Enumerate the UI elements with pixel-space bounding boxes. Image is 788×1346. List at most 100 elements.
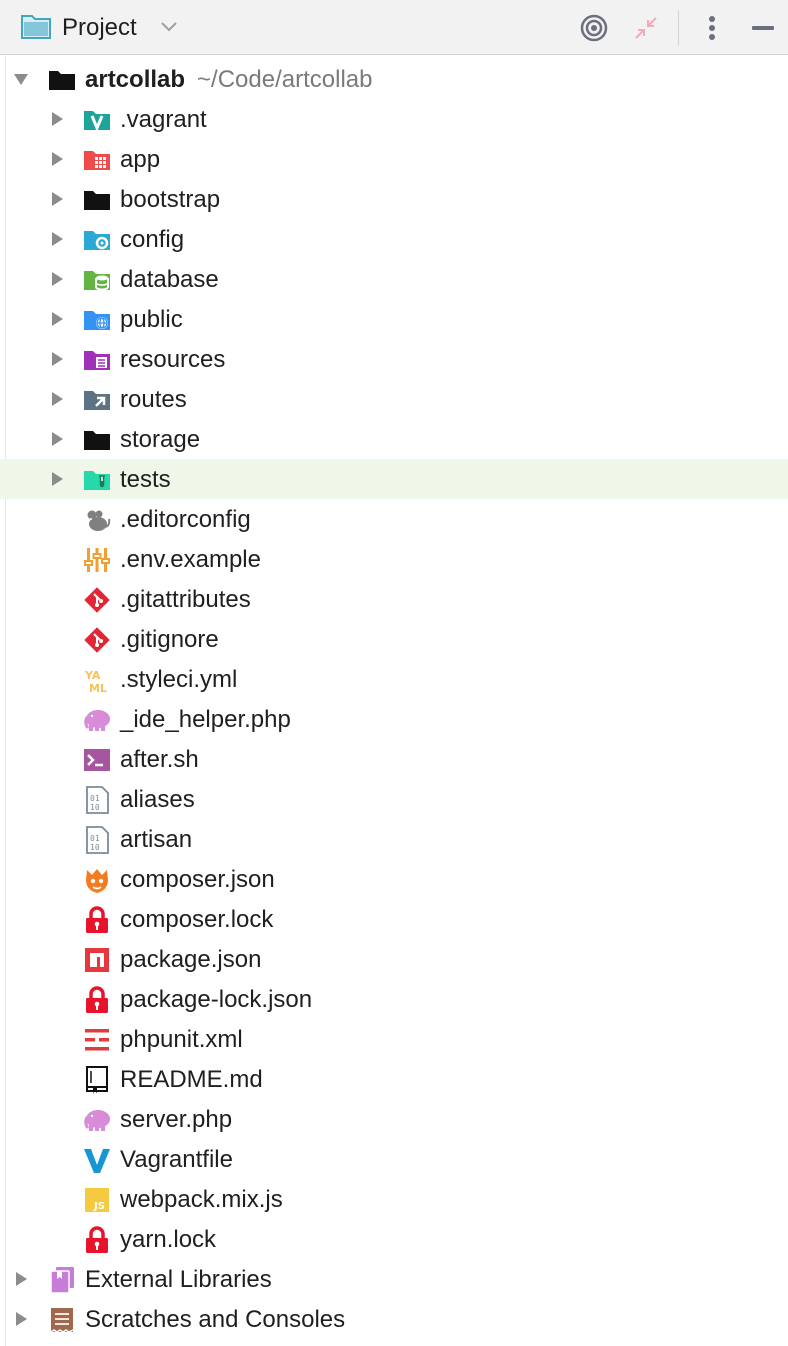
folder-label: tests (120, 466, 171, 493)
svg-text:01: 01 (90, 834, 100, 843)
folder-label: storage (120, 426, 201, 453)
minimize-icon[interactable] (752, 26, 774, 30)
more-options-icon[interactable] (700, 14, 724, 47)
file-label: phpunit.xml (120, 1026, 243, 1053)
chevron-down-icon[interactable] (160, 20, 178, 38)
file-label: webpack.mix.js (120, 1186, 283, 1213)
tree-row-file[interactable]: phpunit.xml (0, 1019, 788, 1059)
tree-row-root[interactable]: artcollab~/Code/artcollab (0, 59, 788, 99)
folder-icon (48, 66, 76, 94)
root-folder-path: ~/Code/artcollab (197, 66, 373, 93)
expanded-arrow-icon[interactable] (13, 71, 29, 87)
tree-row-file[interactable]: composer.lock (0, 899, 788, 939)
view-selector-label[interactable]: Project (62, 14, 137, 41)
tree-row-folder[interactable]: public (0, 299, 788, 339)
tree-row-folder[interactable]: routes (0, 379, 788, 419)
tree-row-file[interactable]: composer.json (0, 859, 788, 899)
tree-row-file[interactable]: .gitignore (0, 619, 788, 659)
tree-row-file[interactable]: .env.example (0, 539, 788, 579)
svg-text:JS: JS (93, 1201, 105, 1212)
file-label: .editorconfig (120, 506, 251, 533)
tree-row-file[interactable]: Vagrantfile (0, 1139, 788, 1179)
tree-row-folder[interactable]: storage (0, 419, 788, 459)
tree-row-folder[interactable]: database (0, 259, 788, 299)
collapse-all-icon[interactable] (633, 15, 659, 46)
extra-label: Scratches and Consoles (85, 1306, 346, 1333)
collapsed-arrow-icon[interactable] (49, 471, 65, 487)
collapsed-arrow-icon[interactable] (49, 191, 65, 207)
collapsed-arrow-icon[interactable] (49, 111, 65, 127)
collapsed-arrow-icon[interactable] (13, 1311, 29, 1327)
phpunit-icon (83, 1026, 111, 1054)
vagrant-icon (83, 1146, 111, 1174)
collapsed-arrow-icon[interactable] (13, 1271, 29, 1287)
file-label: README.md (120, 1066, 263, 1093)
collapsed-arrow-icon[interactable] (49, 311, 65, 327)
collapsed-arrow-icon[interactable] (49, 351, 65, 367)
tests-folder-icon (83, 466, 111, 494)
php-elephant-icon (83, 1106, 111, 1134)
toolbar-separator (678, 10, 679, 46)
lock-icon (83, 1226, 111, 1254)
tree-row-file[interactable]: .editorconfig (0, 499, 788, 539)
lock-icon (83, 986, 111, 1014)
public-folder-icon (83, 306, 111, 334)
tree-row-file[interactable]: _ide_helper.php (0, 699, 788, 739)
npm-icon (83, 946, 111, 974)
tree-row-external-libraries[interactable]: External Libraries (0, 1259, 788, 1299)
svg-text:10: 10 (90, 843, 100, 852)
file-label: composer.json (120, 866, 275, 893)
tree-row-file[interactable]: README.md (0, 1059, 788, 1099)
tree-row-scratches[interactable]: Scratches and Consoles (0, 1299, 788, 1339)
file-label: yarn.lock (120, 1226, 217, 1253)
project-toolwindow-header: Project (0, 0, 788, 55)
tree-row-folder[interactable]: config (0, 219, 788, 259)
folder-icon (83, 186, 111, 214)
database-folder-icon (83, 266, 111, 294)
file-label: package-lock.json (120, 986, 313, 1013)
app-folder-icon (83, 146, 111, 174)
folder-label: public (120, 306, 183, 333)
javascript-icon: JS (83, 1186, 111, 1214)
svg-text:01: 01 (90, 794, 100, 803)
tree-row-file[interactable]: package.json (0, 939, 788, 979)
tree-row-file[interactable]: package-lock.json (0, 979, 788, 1019)
folder-label: bootstrap (120, 186, 221, 213)
folder-label: routes (120, 386, 187, 413)
tree-row-file[interactable]: after.sh (0, 739, 788, 779)
collapsed-arrow-icon[interactable] (49, 151, 65, 167)
tree-row-file[interactable]: .gitattributes (0, 579, 788, 619)
shell-script-icon (83, 746, 111, 774)
file-label: .gitignore (120, 626, 219, 653)
tree-row-folder[interactable]: bootstrap (0, 179, 788, 219)
tree-row-file[interactable]: JS webpack.mix.js (0, 1179, 788, 1219)
lock-icon (83, 906, 111, 934)
tree-row-folder[interactable]: .vagrant (0, 99, 788, 139)
tree-row-folder[interactable]: resources (0, 339, 788, 379)
collapsed-arrow-icon[interactable] (49, 231, 65, 247)
folder-label: resources (120, 346, 226, 373)
tree-row-folder[interactable]: app (0, 139, 788, 179)
scratches-icon (48, 1306, 76, 1334)
file-label: .env.example (120, 546, 261, 573)
collapsed-arrow-icon[interactable] (49, 271, 65, 287)
collapsed-arrow-icon[interactable] (49, 391, 65, 407)
collapsed-arrow-icon[interactable] (49, 431, 65, 447)
tree-row-file[interactable]: server.php (0, 1099, 788, 1139)
readme-icon (83, 1066, 111, 1094)
file-label: _ide_helper.php (120, 706, 291, 733)
routes-folder-icon (83, 386, 111, 414)
folder-icon (20, 12, 52, 45)
locate-target-icon[interactable] (580, 14, 608, 47)
php-elephant-icon (83, 706, 111, 734)
tree-row-folder-selected[interactable]: tests (0, 459, 788, 499)
tree-row-file[interactable]: yarn.lock (0, 1219, 788, 1259)
file-label: composer.lock (120, 906, 274, 933)
env-settings-icon (83, 546, 111, 574)
